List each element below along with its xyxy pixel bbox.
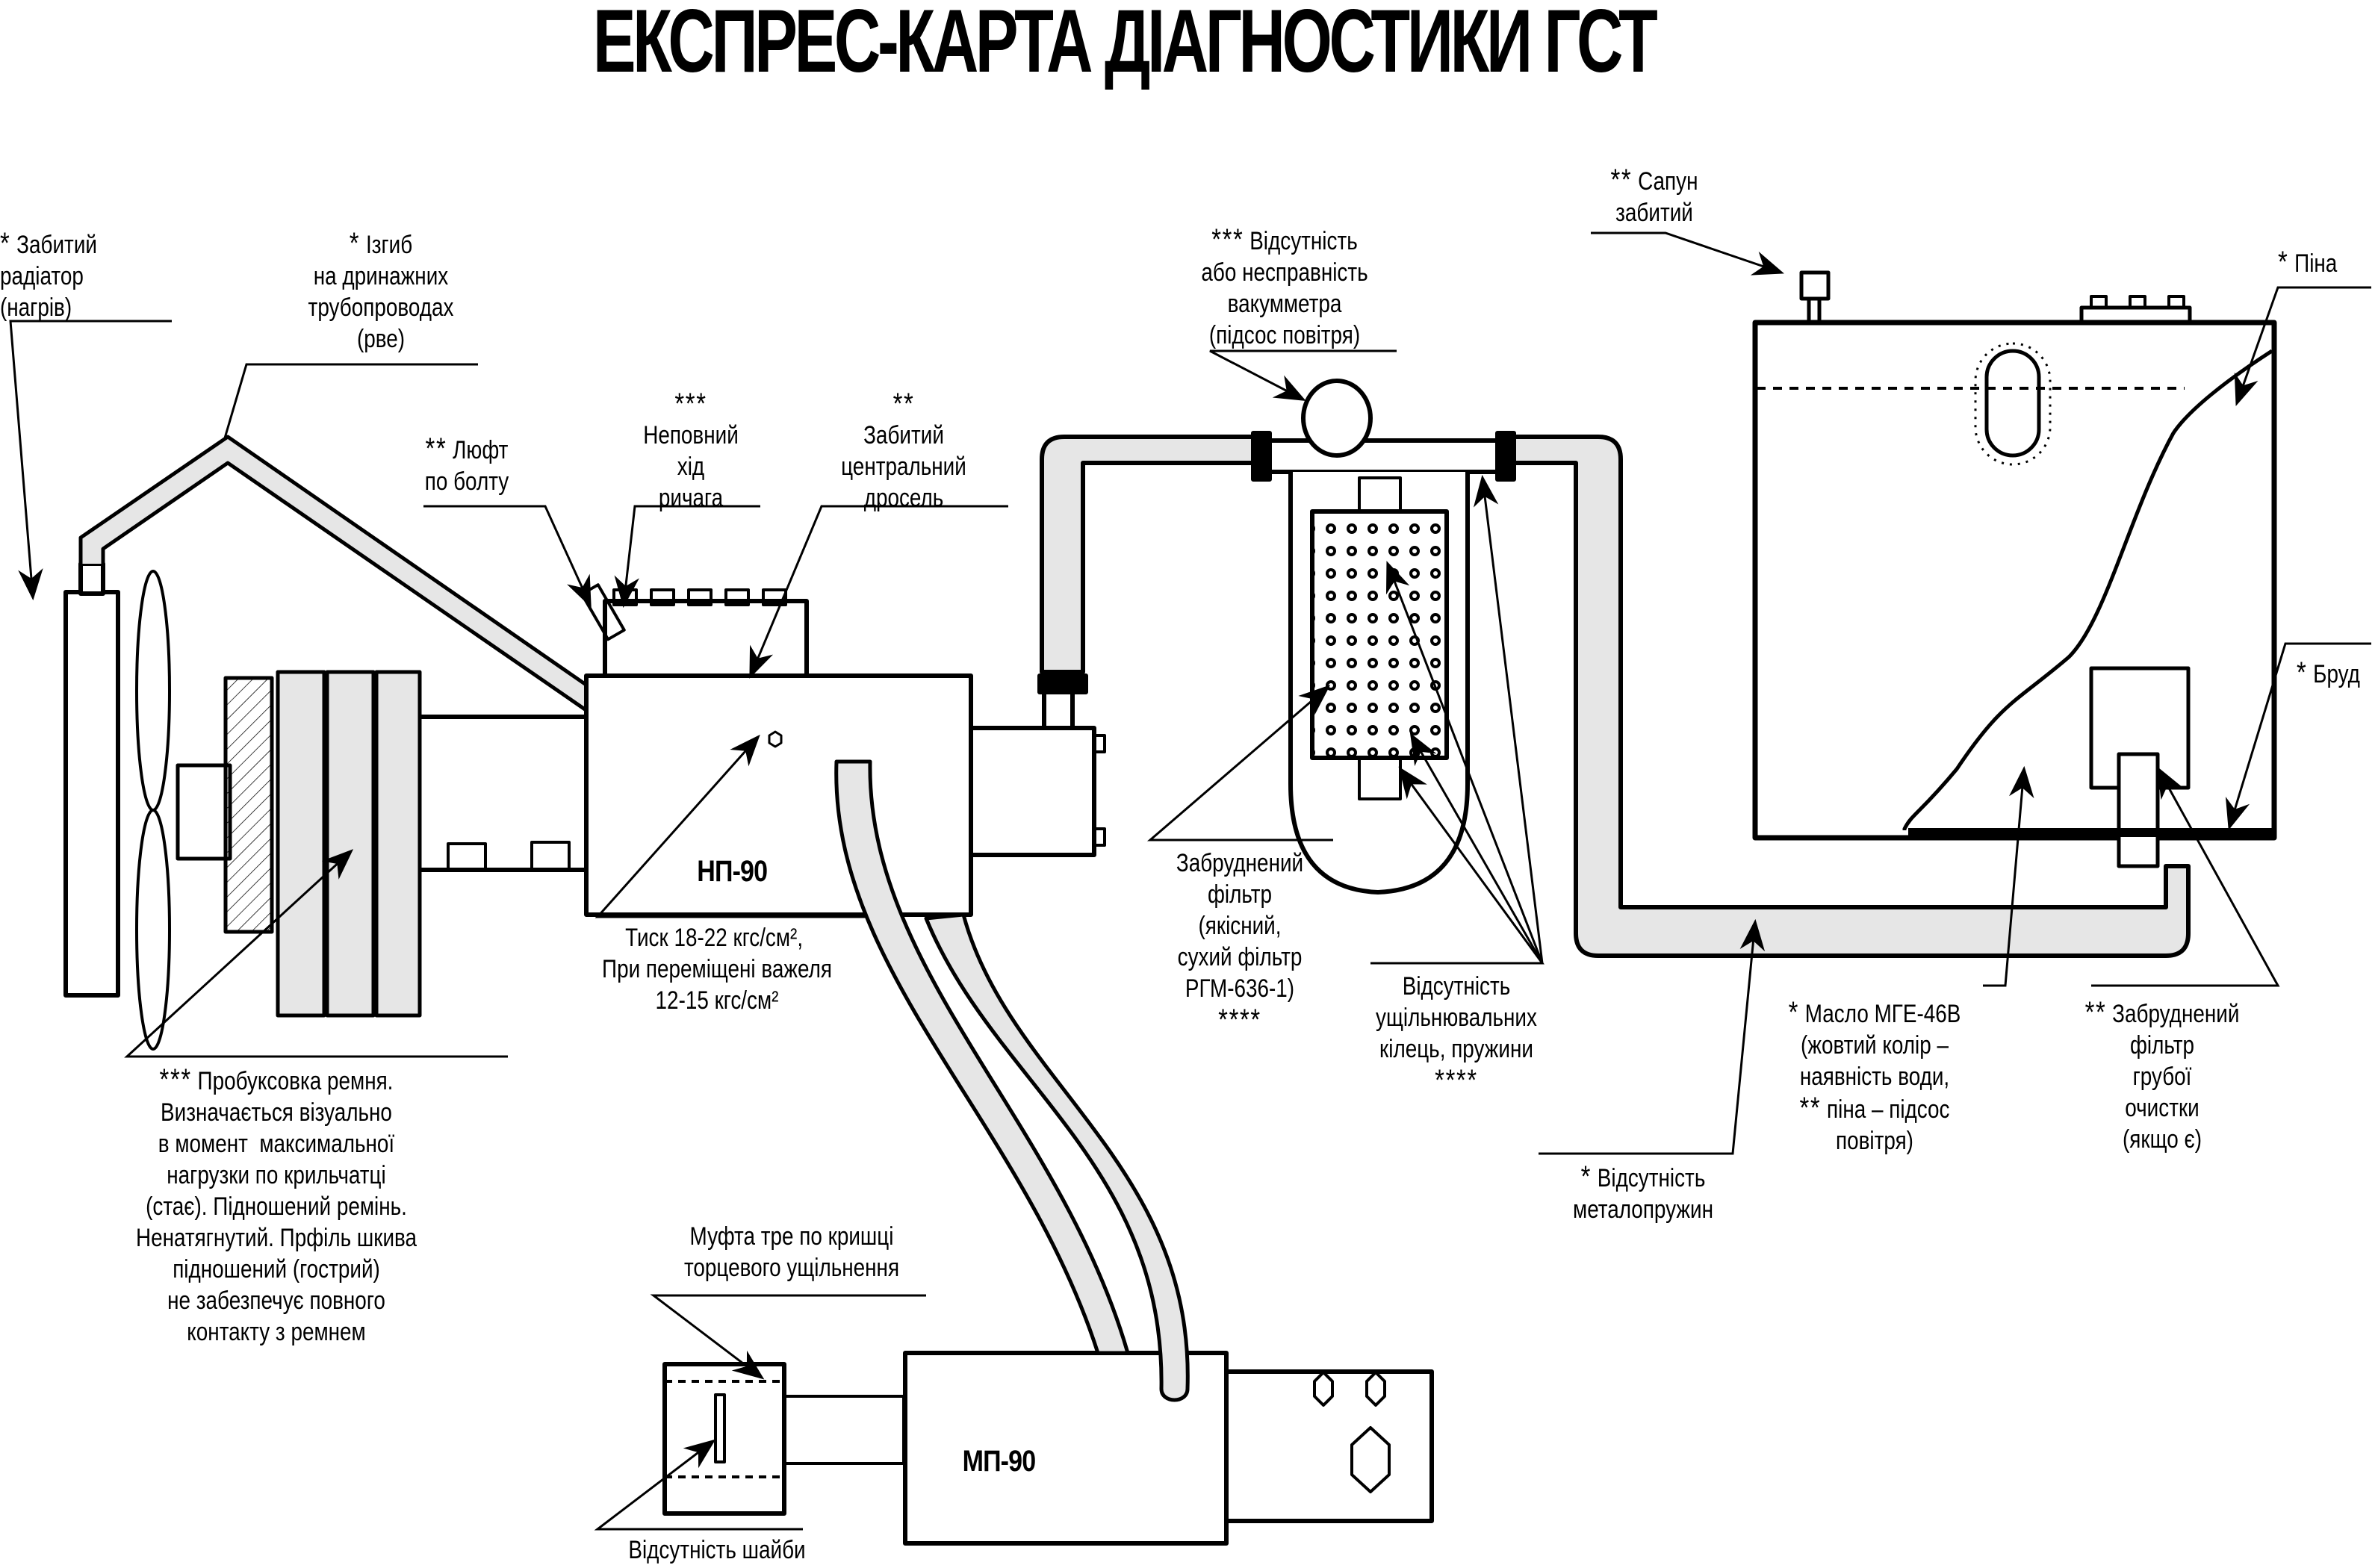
belt-3 <box>374 670 422 1018</box>
leader-oil <box>1983 765 2034 987</box>
leader-lever <box>614 505 760 609</box>
leader-dirt <box>2225 642 2371 831</box>
callout-vacuum-gauge: *** Відсутність або несправність вакумме… <box>1201 223 1368 349</box>
callout-coarse-filter: ** Забруднений фільтр грубої очистки (як… <box>2084 996 2240 1154</box>
return-pipe <box>1512 435 2191 958</box>
leader-springs <box>1539 918 1766 1155</box>
filter-element <box>1310 509 1449 760</box>
leader-coupling <box>650 1294 926 1380</box>
leader-washer <box>594 1439 803 1531</box>
leader-radiator <box>9 320 172 601</box>
callout-filter-dirty: Забруднений фільтр (якісний, сухий фільт… <box>1176 849 1304 1036</box>
callout-drain-bend: * Ізгиб на дринажних трубопроводах (рве) <box>308 227 454 353</box>
hose-1 <box>834 759 1130 1355</box>
callout-bolt-play: ** Люфт по болту <box>424 432 509 496</box>
leader-bolt <box>423 505 592 608</box>
fan-blade-bottom <box>135 809 171 1051</box>
belt-2 <box>325 670 376 1018</box>
suction-pipe <box>1040 435 1257 674</box>
callout-dirt: * Бруд <box>2297 656 2360 689</box>
washer <box>714 1393 726 1463</box>
leader-throttle <box>749 505 1008 679</box>
hose-2 <box>924 912 1190 1402</box>
callout-oil: * Масло МГЕ-46В (жовтий колір – наявніст… <box>1788 996 1961 1155</box>
leader-drain <box>223 363 478 441</box>
leader-coarse <box>2091 766 2280 987</box>
callout-breather: ** Сапун забитий <box>1610 164 1698 227</box>
callout-foam: * Піна <box>2278 246 2338 279</box>
callout-washer: Відсутність шайби <box>628 1536 806 1564</box>
pump-label: НП-90 <box>697 855 768 888</box>
callout-seal-rings: Відсутність ущільнювальних кілець, пружи… <box>1376 972 1537 1097</box>
leader-filter <box>1146 685 1333 841</box>
page-title: ЕКСПРЕС-КАРТА ДІАГНОСТИКИ ГСТ <box>592 0 1658 91</box>
callout-throttle: **Забитий центральний дросель <box>841 388 966 512</box>
pump-np90 <box>584 673 973 917</box>
leader-foam <box>2234 286 2371 406</box>
oil-cutaway <box>1902 349 2273 831</box>
callout-lever-travel: ***Неповний хід ричага <box>643 388 739 512</box>
callout-coupling: Муфта тре по кришці торцевого ущільнення <box>683 1222 900 1282</box>
callout-metal-springs: * Відсутність металопружин <box>1573 1160 1713 1224</box>
belt-1 <box>276 670 326 1018</box>
leader-breather <box>1591 231 1784 276</box>
radiator <box>63 590 120 998</box>
sight-glass <box>1984 349 2041 458</box>
leader-belt <box>124 849 508 1058</box>
tank <box>1752 320 2277 841</box>
motor-label: МП-90 <box>962 1445 1037 1478</box>
pulley <box>223 676 274 934</box>
vacuum-gauge <box>1301 379 1373 458</box>
fan-blade-top <box>135 570 171 812</box>
leader-seals <box>1370 474 1545 965</box>
breather <box>1799 270 1831 301</box>
leader-pressure <box>594 734 866 918</box>
leader-gauge <box>1209 349 1397 401</box>
callout-belt-slip: *** Пробуксовка ремня. Визначається візу… <box>135 1063 417 1346</box>
callout-radiator: * Забитий радіатор (нагрів) <box>0 227 97 322</box>
callout-pressure: Тиск 18-22 кгс/см², При переміщені важел… <box>602 924 832 1015</box>
